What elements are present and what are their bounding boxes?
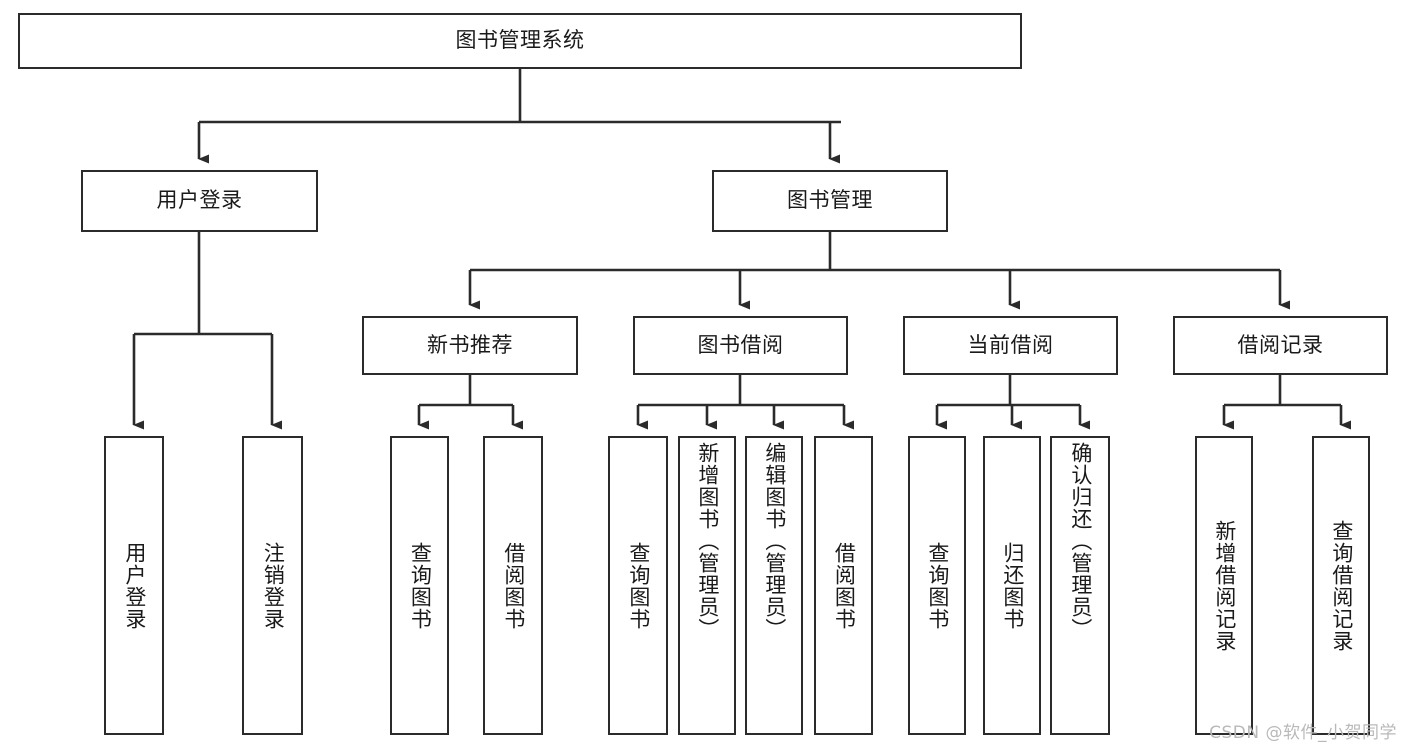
node-leaf-add-borrow-record[interactable]: 新增借阅记录 [1195, 436, 1253, 735]
node-label: 用户登录 [156, 188, 243, 213]
connector-current-borrow-to-leaves [935, 375, 1090, 430]
node-label: 确认归还（管理员） [1068, 442, 1093, 640]
node-user-login[interactable]: 用户登录 [81, 170, 318, 232]
node-leaf-user-login[interactable]: 用户登录 [104, 436, 164, 735]
node-borrow-record[interactable]: 借阅记录 [1173, 316, 1388, 375]
node-book-borrow[interactable]: 图书借阅 [633, 316, 848, 375]
node-label: 借阅图书 [832, 541, 857, 630]
node-leaf-edit-book-admin[interactable]: 编辑图书（管理员） [745, 436, 803, 735]
node-label: 图书借阅 [697, 332, 784, 357]
connector-book-borrow-to-leaves [636, 375, 854, 430]
node-label: 借阅记录 [1237, 332, 1324, 357]
node-label: 新书推荐 [427, 332, 513, 357]
node-current-borrow[interactable]: 当前借阅 [903, 316, 1118, 375]
node-leaf-borrow-book-recommend[interactable]: 借阅图书 [483, 436, 543, 735]
node-label: 借阅图书 [501, 541, 526, 630]
node-label: 新增借阅记录 [1212, 519, 1237, 652]
node-leaf-return-book[interactable]: 归还图书 [983, 436, 1041, 735]
node-label: 当前借阅 [967, 332, 1054, 357]
connector-borrow-record-to-leaves [1222, 375, 1351, 430]
node-label: 注销登录 [261, 541, 286, 630]
node-label: 查询图书 [925, 541, 950, 630]
node-label: 图书管理系统 [455, 28, 585, 53]
csdn-watermark: CSDN @软件_小贺同学 [1209, 723, 1397, 743]
node-label: 查询借阅记录 [1329, 519, 1354, 652]
node-label: 查询图书 [626, 541, 651, 630]
node-leaf-add-book-admin[interactable]: 新增图书（管理员） [678, 436, 736, 735]
node-book-management[interactable]: 图书管理 [712, 170, 948, 232]
node-book-management-system[interactable]: 图书管理系统 [18, 13, 1022, 69]
node-label: 用户登录 [122, 541, 147, 630]
node-leaf-query-book-recommend[interactable]: 查询图书 [390, 436, 449, 735]
connector-user-login-to-leaves [132, 232, 282, 430]
connector-root-to-level2 [197, 69, 841, 164]
node-label: 新增图书（管理员） [695, 442, 720, 640]
node-leaf-query-book-current[interactable]: 查询图书 [908, 436, 966, 735]
node-label: 编辑图书（管理员） [762, 442, 787, 640]
node-label: 查询图书 [408, 541, 433, 630]
node-new-book-recommend[interactable]: 新书推荐 [362, 316, 578, 375]
connector-new-book-recommend-to-leaves [417, 375, 523, 430]
node-leaf-query-borrow-record[interactable]: 查询借阅记录 [1312, 436, 1370, 735]
node-leaf-confirm-return-admin[interactable]: 确认归还（管理员） [1050, 436, 1110, 735]
connector-book-manage-to-level3 [468, 232, 1290, 310]
node-label: 图书管理 [787, 188, 873, 213]
node-label: 归还图书 [1000, 541, 1025, 630]
node-leaf-query-book-borrow[interactable]: 查询图书 [608, 436, 668, 735]
node-leaf-logout[interactable]: 注销登录 [242, 436, 303, 735]
node-leaf-borrow-book[interactable]: 借阅图书 [814, 436, 873, 735]
